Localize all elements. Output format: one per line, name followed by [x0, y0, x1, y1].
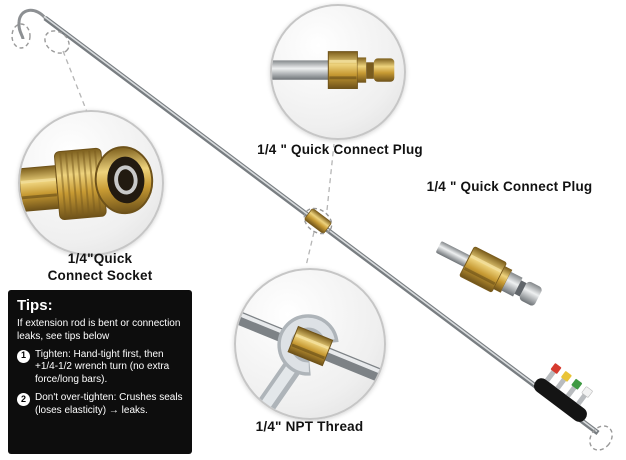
zoom-marker-socket [44, 30, 70, 54]
npt-thread-coupling-graphic [304, 208, 332, 234]
closeup-plug-tip [373, 58, 395, 82]
tip-text-2: Don't over-tighten: Crushes seals (loses… [35, 391, 183, 416]
label-npt-thread: 1/4" NPT Thread [255, 419, 364, 434]
label-quick-connect-socket: 1/4"Quick Connect Socket [15, 250, 185, 284]
npt-thread-wrench-closeup [236, 310, 384, 418]
quick-connect-plug-closeup [272, 51, 395, 89]
socket-hex-body [20, 165, 60, 212]
npt-brass-nut [287, 325, 334, 367]
tip-item-1: 1 Tighten: Hand-tight first, then +1/4-1… [17, 349, 183, 387]
callout-circle-quick-connect-socket [18, 110, 164, 256]
zoom-marker-rod-end [589, 425, 613, 451]
quick-connect-socket-closeup [20, 146, 154, 220]
zoom-marker-npt [303, 207, 333, 235]
callout-circle-quick-connect-plug-top [270, 4, 406, 140]
label-quick-connect-plug-right: 1/4 " Quick Connect Plug [426, 179, 593, 194]
label-socket-line1: 1/4"Quick [67, 251, 133, 266]
closeup-rod [272, 60, 337, 80]
tip-item-2: 2 Don't over-tighten: Crushes seals (los… [17, 392, 183, 418]
quick-connect-plug-right-graphic [436, 241, 542, 306]
tips-intro: If extension rod is bent or connection l… [17, 318, 181, 342]
tip-number-badge-1: 1 [17, 349, 30, 363]
callout-circle-npt-thread [234, 268, 386, 420]
nozzle-holder-graphic [533, 363, 593, 422]
socket-opening [107, 156, 145, 204]
closeup-plug-groove [366, 62, 374, 79]
spray-nozzle-tips [545, 363, 593, 406]
tips-title: Tips: [17, 297, 53, 314]
tip-number-badge-2: 2 [17, 392, 30, 406]
closeup-hex-nut [327, 51, 358, 89]
dashed-connector-lines [62, 50, 335, 267]
tip-text-1: Tighten: Hand-tight first, then +1/4-1/2… [35, 348, 170, 386]
tips-box: Tips: If extension rod is bent or connec… [8, 290, 192, 454]
label-socket-line2: Connect Socket [47, 268, 153, 283]
dashed-zoom-markers [11, 23, 613, 451]
zoom-marker-rod-tip [11, 23, 31, 49]
label-quick-connect-plug-top: 1/4 " Quick Connect Plug [257, 142, 423, 157]
socket-inner-ring [114, 165, 138, 195]
